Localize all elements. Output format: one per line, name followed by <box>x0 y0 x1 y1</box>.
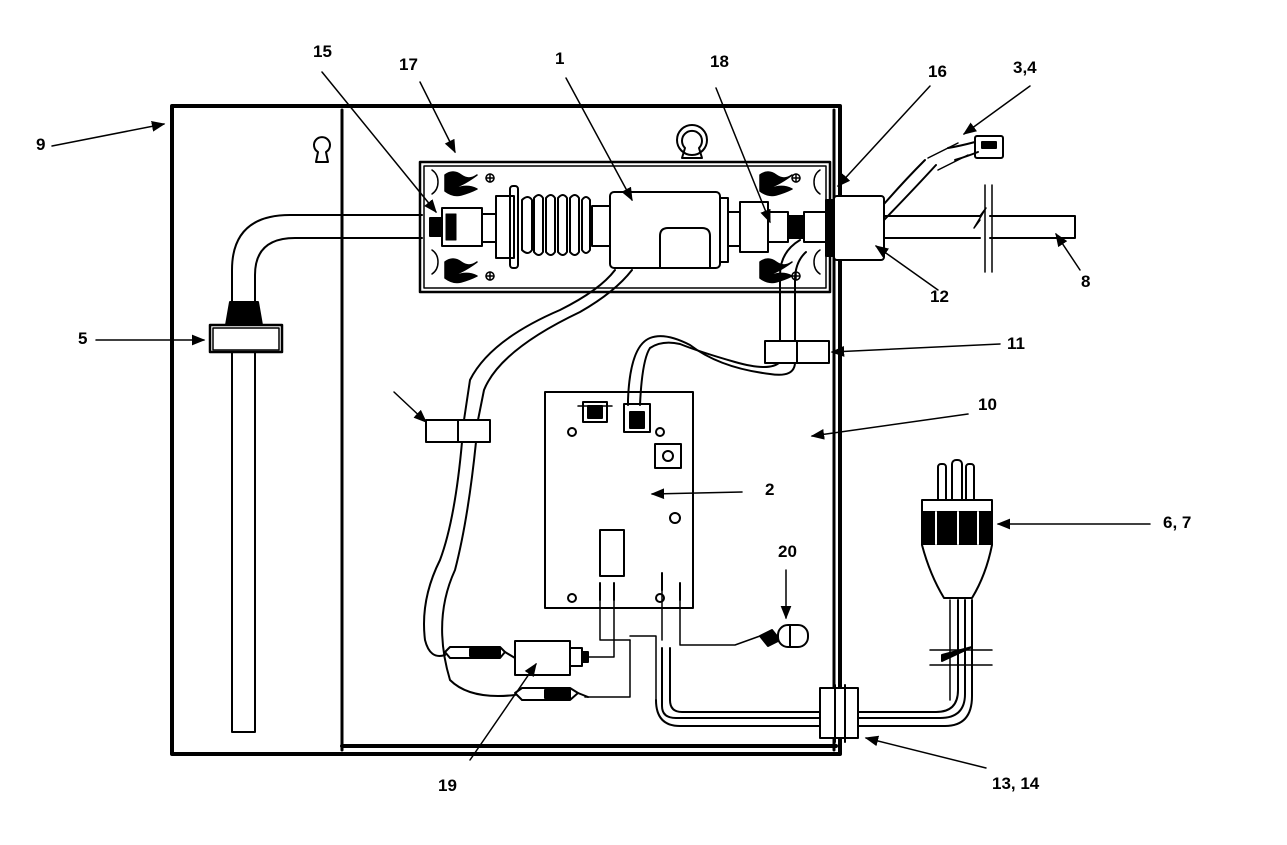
control-board <box>544 391 694 609</box>
heater-body <box>609 191 769 269</box>
harness-19 <box>444 640 589 701</box>
power-plug <box>921 459 993 599</box>
wire-clip-11 <box>764 340 830 364</box>
callout-8: 8 <box>1081 272 1091 291</box>
right-fitting <box>767 211 827 243</box>
callout-2: 2 <box>765 480 775 499</box>
heater-coil <box>495 185 611 269</box>
callout-20: 20 <box>778 542 797 561</box>
wall-fitting <box>825 195 885 261</box>
callout-18: 18 <box>710 52 729 71</box>
ground-lug <box>759 624 809 648</box>
callout-5: 5 <box>78 329 88 348</box>
callout-19: 19 <box>438 776 457 795</box>
wire-clip-left <box>425 419 491 443</box>
leader-lines <box>51 71 1151 769</box>
heater-wires <box>627 239 807 406</box>
callout-17: 17 <box>399 55 418 74</box>
left-fitting <box>429 207 497 247</box>
thermostat-lead <box>883 135 1004 221</box>
callout-1: 1 <box>555 49 565 68</box>
callout-13-14: 13, 14 <box>992 774 1040 793</box>
enclosure-box <box>170 104 842 756</box>
board-wires <box>582 589 761 701</box>
callout-12: 12 <box>930 287 949 306</box>
discharge-tube <box>883 184 1076 273</box>
callout-11: 11 <box>1007 334 1025 353</box>
callout-9: 9 <box>36 135 46 154</box>
supply-tube <box>208 214 423 733</box>
callout-15: 15 <box>313 42 332 61</box>
strain-relief <box>819 684 859 743</box>
sensor-leads <box>423 269 633 697</box>
power-cord <box>655 599 993 727</box>
callout-3-4: 3,4 <box>1013 58 1037 77</box>
callout-16: 16 <box>928 62 947 81</box>
callout-6-7: 6, 7 <box>1163 513 1192 532</box>
callout-10: 10 <box>978 395 997 414</box>
